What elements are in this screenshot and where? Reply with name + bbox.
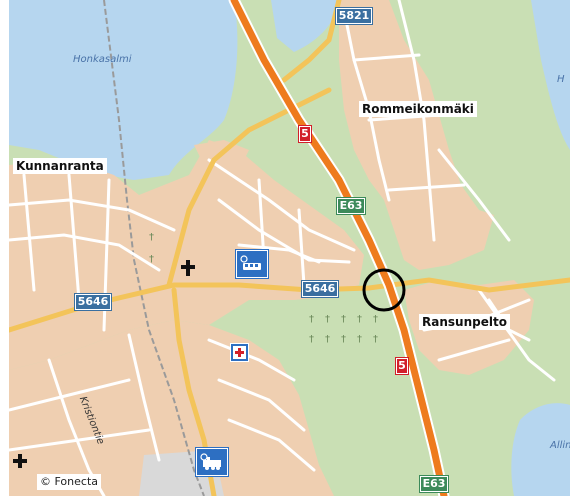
lake-north-center: [271, 0, 339, 52]
lake-honkasalmi: [9, 0, 238, 180]
road-shield-5646-west: 5646: [75, 294, 111, 310]
svg-text:†: †: [309, 314, 314, 325]
road-shield-5646-center: 5646: [302, 281, 338, 297]
map-view[interactable]: † † † † † † † † † † † †: [9, 0, 570, 496]
place-label-rommeikonmaki[interactable]: Rommeikonmäki: [359, 101, 477, 117]
church-cross-glyph: [181, 260, 195, 276]
water-label-edge: H: [557, 74, 565, 85]
road-5821: [281, 0, 342, 83]
lake-southeast: [511, 403, 570, 496]
location-marker-circle[interactable]: [362, 268, 406, 312]
map-canvas[interactable]: † † † † † † † † † † † †: [9, 0, 570, 496]
map-copyright: © Fonecta: [37, 474, 102, 490]
road-north-connector: [166, 87, 332, 288]
health-center-icon[interactable]: [230, 343, 249, 362]
road-shield-5821: 5821: [336, 8, 372, 24]
built-area-north: [339, 0, 494, 270]
church-cross-glyph-small: [13, 454, 27, 468]
highway-e63: [228, 0, 450, 496]
bus-glyph: [240, 255, 261, 270]
train-glyph: [200, 453, 221, 470]
svg-text:†: †: [357, 314, 362, 325]
cemetery-area: [289, 292, 394, 365]
svg-text:†: †: [149, 232, 154, 243]
water-label-honkasalmi: Honkasalmi: [73, 54, 132, 65]
red-cross-glyph: [233, 346, 246, 359]
place-label-kunnanranta[interactable]: Kunnanranta: [13, 158, 107, 174]
church-icon[interactable]: [180, 259, 196, 277]
built-area-northwest-bank: [194, 140, 249, 175]
svg-text:†: †: [149, 254, 154, 265]
svg-text:†: †: [341, 314, 346, 325]
svg-text:†: †: [325, 334, 330, 345]
bus-station-icon[interactable]: [236, 250, 268, 278]
road-shield-e63-mid: E63: [337, 198, 365, 214]
water-label-allinna: Allinn: [550, 440, 570, 451]
svg-text:†: †: [341, 334, 346, 345]
railway-station-icon[interactable]: [196, 448, 228, 476]
svg-text:†: †: [373, 334, 378, 345]
cemetery-crosses: † † † † † † † † † † † †: [149, 232, 378, 345]
church-icon-southwest[interactable]: [13, 454, 27, 468]
svg-text:†: †: [373, 314, 378, 325]
place-label-ransunpelto[interactable]: Ransunpelto: [419, 314, 510, 330]
built-area-west: [9, 140, 364, 370]
svg-text:†: †: [309, 334, 314, 345]
minor-streets: [9, 0, 556, 496]
road-shield-5-north: 5: [299, 126, 311, 142]
lake-east-edge: [531, 0, 570, 150]
road-shield-5-south: 5: [396, 358, 408, 374]
road-shield-e63-south: E63: [420, 476, 448, 492]
svg-text:†: †: [325, 314, 330, 325]
built-area-southwest: [9, 320, 334, 496]
svg-text:†: †: [357, 334, 362, 345]
